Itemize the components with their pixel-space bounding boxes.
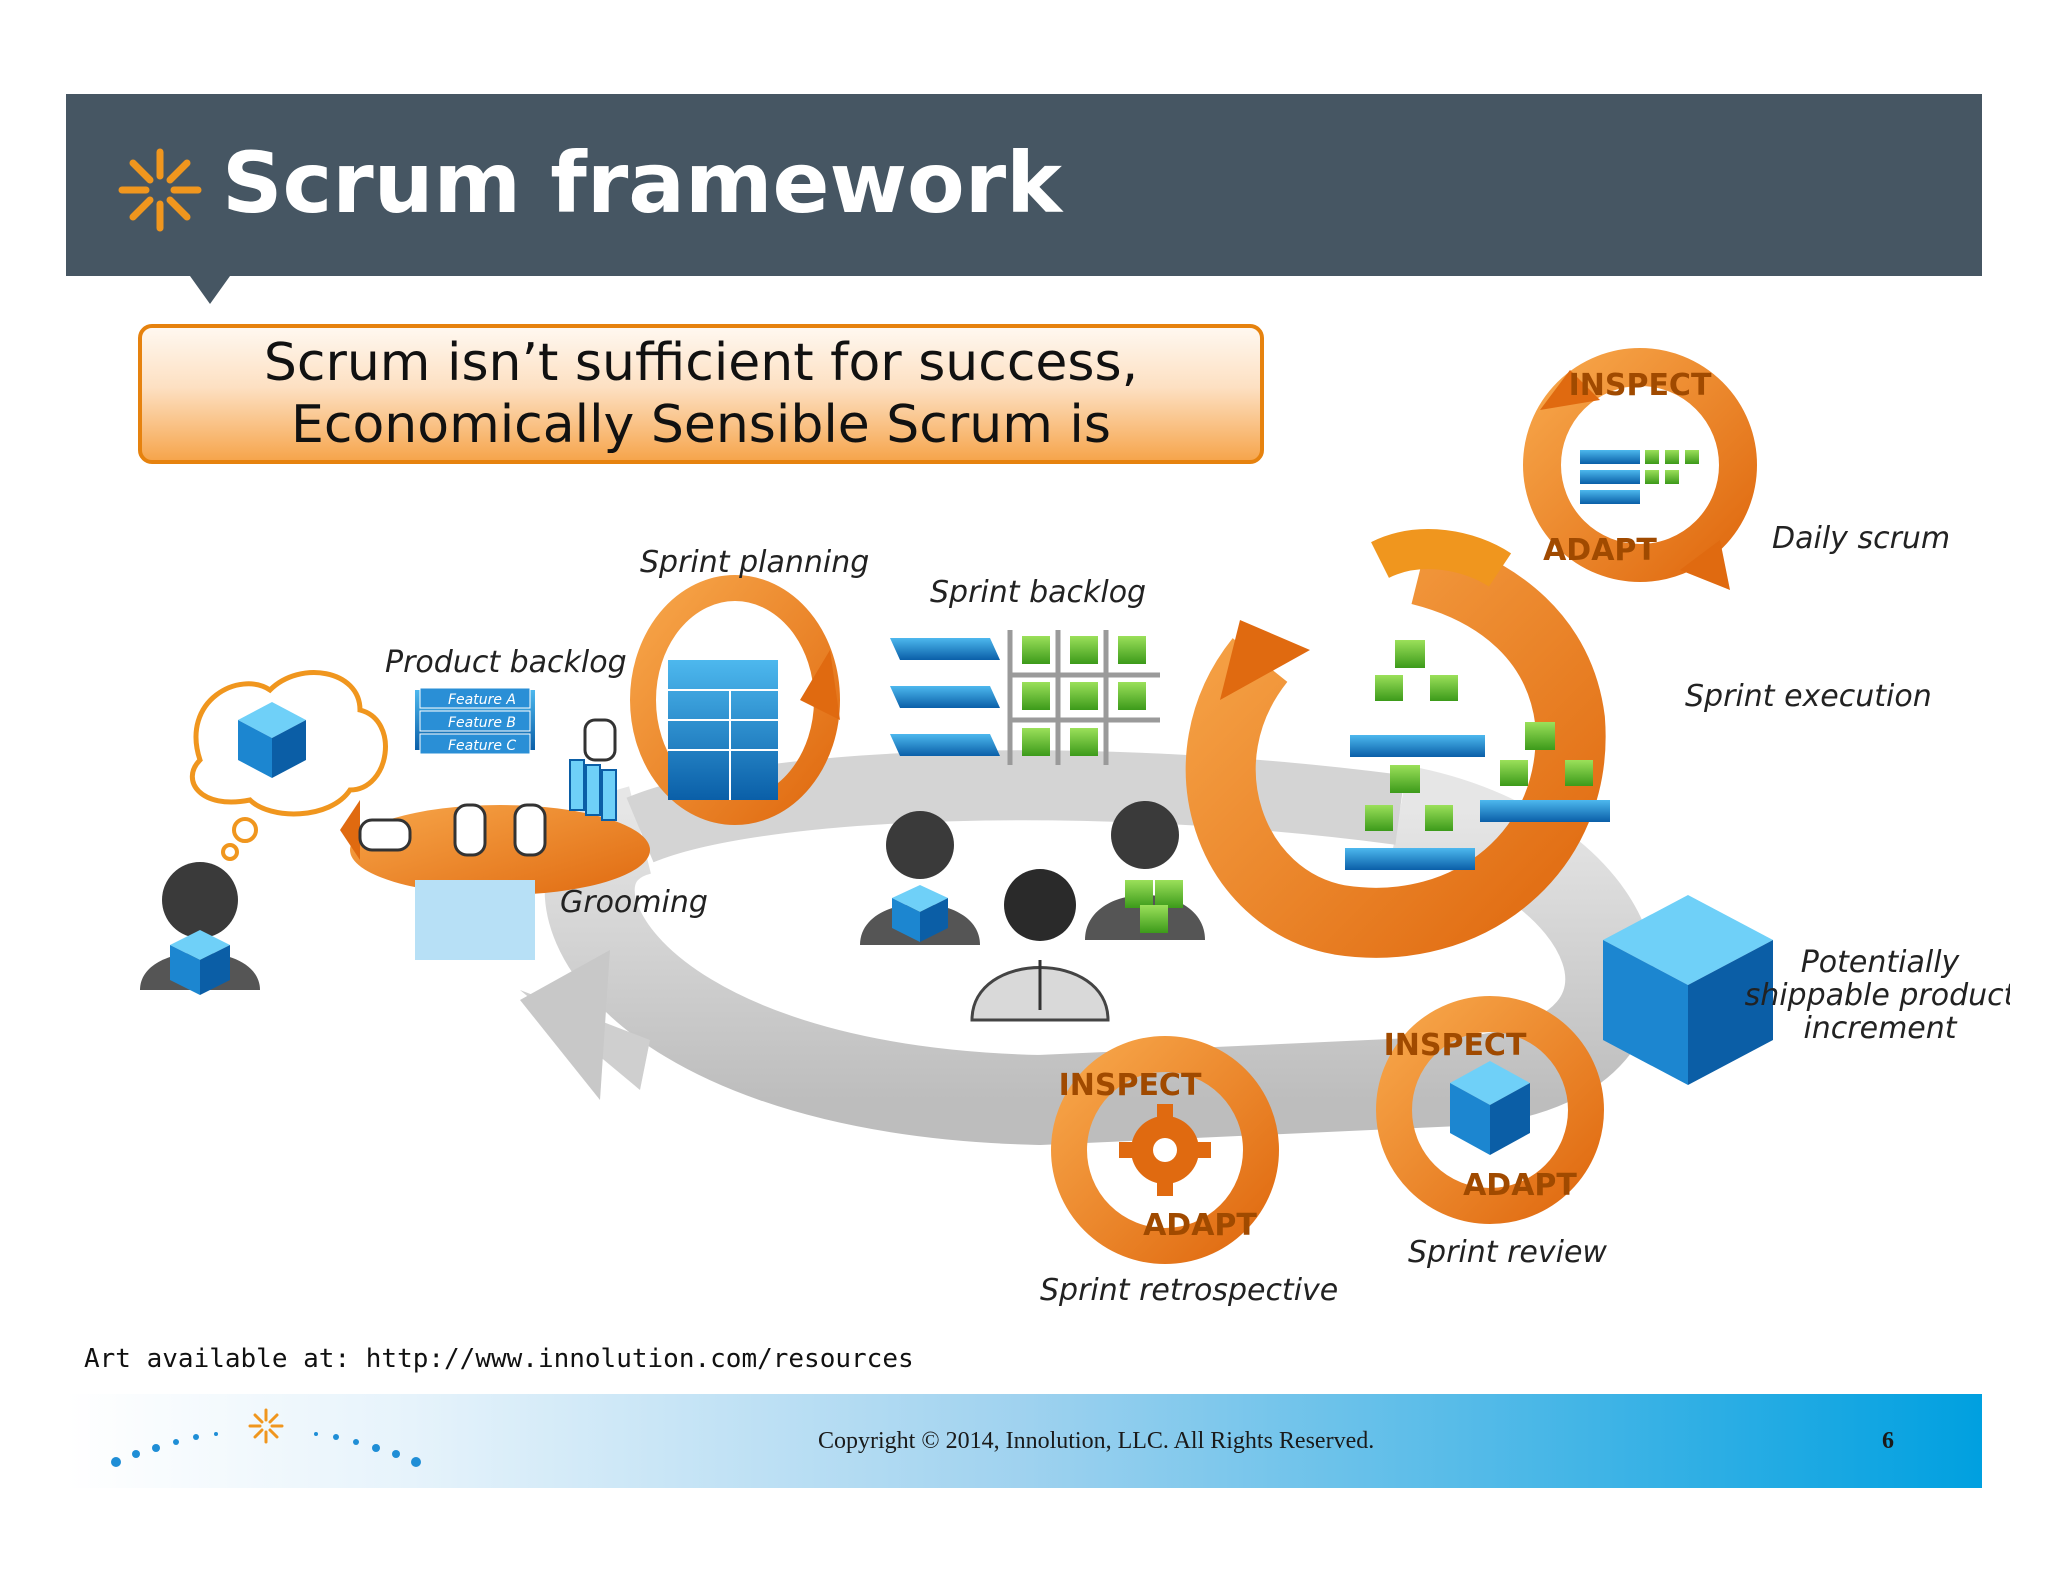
product-increment-cube-icon [1603, 895, 1773, 1085]
feature-item: Feature B [448, 715, 516, 731]
inspect-label: INSPECT [1384, 1028, 1527, 1063]
sprint-review-cycle: INSPECT ADAPT [1376, 996, 1604, 1224]
page-title: Scrum framework [222, 134, 1063, 232]
adapt-label: ADAPT [1463, 1168, 1577, 1203]
label-sprint-planning: Sprint planning [640, 545, 869, 580]
label-sprint-backlog: Sprint backlog [930, 575, 1146, 610]
gear-icon [1119, 1104, 1211, 1196]
cube-icon [238, 702, 306, 778]
page-number: 6 [1882, 1428, 1894, 1454]
inspect-label: INSPECT [1569, 368, 1712, 403]
label-sprint-retrospective: Sprint retrospective [1040, 1273, 1338, 1308]
cycle-arrow-head [520, 950, 610, 1100]
adapt-label: ADAPT [1543, 533, 1657, 568]
label-grooming: Grooming [560, 885, 708, 920]
callout-line-2: Economically Sensible Scrum is [291, 395, 1111, 455]
label-product-backlog: Product backlog [385, 645, 627, 680]
hand-icon [358, 718, 617, 857]
team-icon [860, 801, 1205, 1022]
sun-logo-icon [118, 148, 202, 232]
art-availability-note: Art available at: http://www.innolution.… [84, 1344, 914, 1374]
cube-icon [1450, 1061, 1530, 1155]
person-icon [140, 862, 260, 995]
sprint-backlog-grid [890, 630, 1160, 765]
label-potentially-line-1: Potentially [1801, 945, 1961, 980]
daily-scrum-cycle: INSPECT ADAPT [1523, 348, 1757, 590]
feature-item: Feature A [448, 692, 516, 708]
dotted-arc-logo-icon [111, 1408, 421, 1467]
adapt-label: ADAPT [1143, 1208, 1257, 1243]
label-potentially-line-2: shippable product [1745, 978, 2010, 1013]
inspect-label: INSPECT [1059, 1068, 1202, 1103]
title-bar-pointer [190, 276, 230, 304]
callout-line-1: Scrum isn’t sufficient for success, [263, 333, 1139, 393]
callout-box: Scrum isn’t sufficient for success, Econ… [138, 324, 1264, 464]
label-sprint-execution: Sprint execution [1685, 679, 1932, 714]
sprint-planning-icon [630, 575, 840, 825]
label-daily-scrum: Daily scrum [1772, 521, 1950, 556]
sprint-execution-cycle [1185, 529, 1610, 958]
feature-item: Feature C [448, 738, 516, 754]
title-bar [66, 94, 1982, 276]
scrum-diagram: Feature A Feature B Feature C [140, 348, 2010, 1308]
copyright-text: Copyright © 2014, Innolution, LLC. All R… [818, 1428, 1375, 1454]
sprint-retrospective-cycle: INSPECT ADAPT [1051, 1036, 1279, 1264]
label-potentially-line-3: increment [1803, 1011, 1957, 1046]
label-sprint-review: Sprint review [1408, 1235, 1607, 1270]
footer-bar: Copyright © 2014, Innolution, LLC. All R… [66, 1394, 1982, 1488]
product-backlog-stack: Feature A Feature B Feature C [340, 687, 650, 960]
